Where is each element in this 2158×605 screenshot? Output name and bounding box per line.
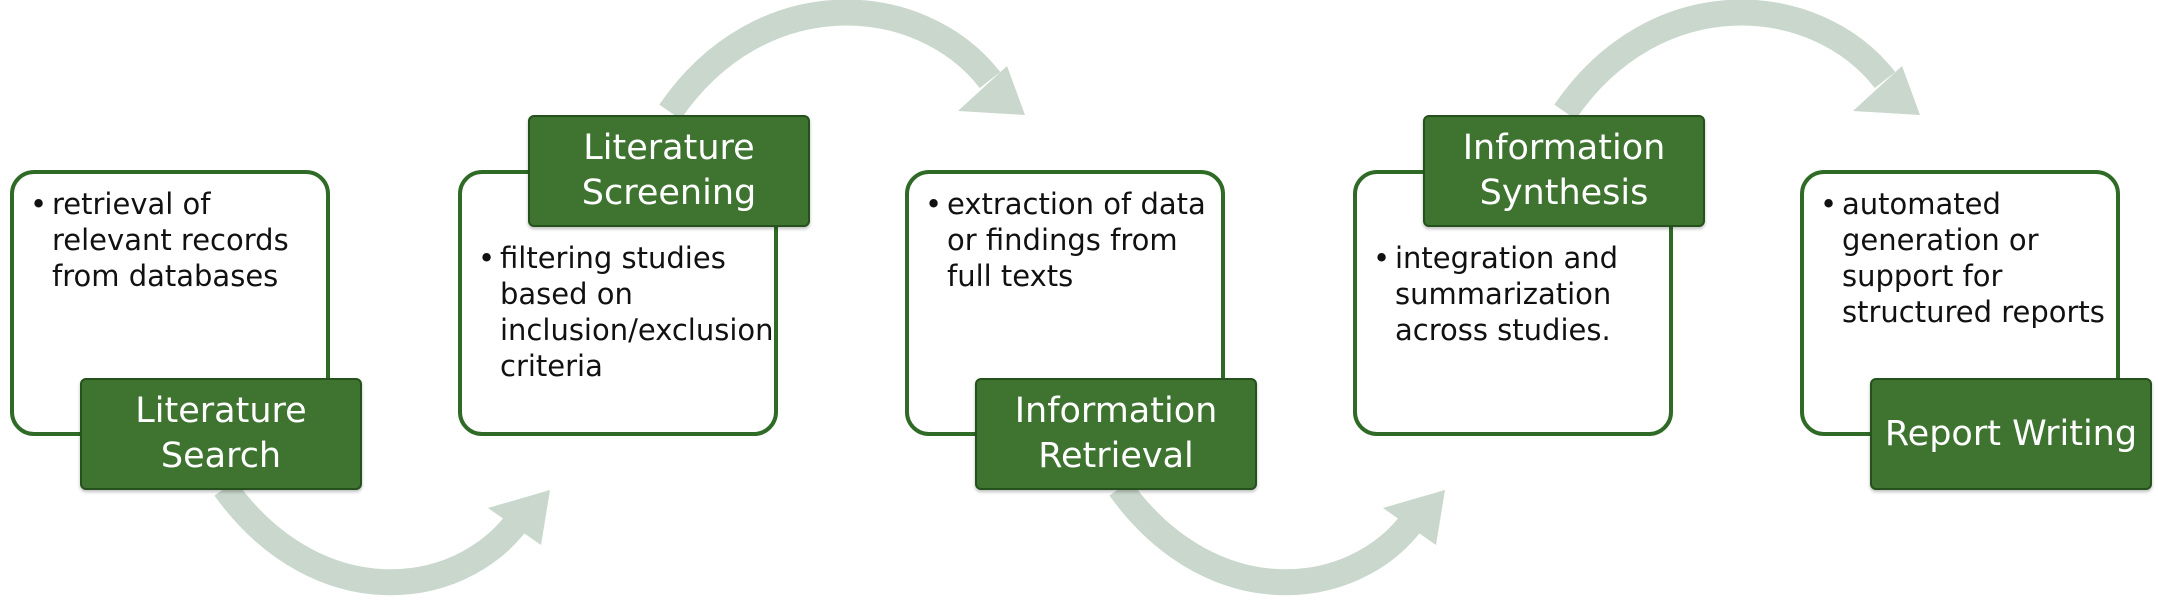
arrow-1-to-2 — [214, 480, 537, 596]
arrow-3-head — [1383, 490, 1445, 545]
arrow-4-head — [1853, 66, 1920, 115]
bullet-dot: • — [1820, 187, 1838, 221]
stage-title: Literature Screening — [528, 115, 810, 227]
bullet-dot: • — [1373, 241, 1391, 275]
stage-bullet: • automated generation or support for st… — [1820, 186, 2112, 330]
bullet-text: integration and summarization across stu… — [1395, 241, 1619, 347]
bullet-dot: • — [925, 187, 943, 221]
bullet-text: extraction of data or findings from full… — [947, 187, 1206, 293]
stage-title: Literature Search — [80, 378, 362, 490]
arrow-3-to-4 — [1109, 480, 1432, 596]
stage-title: Information Retrieval — [975, 378, 1257, 490]
stage-bullet: • filtering studies based on inclusion/e… — [478, 240, 774, 384]
stage-title: Information Synthesis — [1423, 115, 1705, 227]
bullet-text: filtering studies based on inclusion/exc… — [500, 241, 774, 383]
stage-bullet: • retrieval of relevant records from dat… — [30, 186, 322, 294]
arrow-2-to-3 — [659, 0, 1001, 120]
bullet-dot: • — [478, 241, 496, 275]
arrow-4-to-5 — [1554, 0, 1896, 120]
stage-bullet: • integration and summarization across s… — [1373, 240, 1665, 348]
bullet-text: automated generation or support for stru… — [1842, 187, 2105, 329]
stage-bullet: • extraction of data or findings from fu… — [925, 186, 1217, 294]
arrow-2-head — [958, 66, 1025, 115]
bullet-text: retrieval of relevant records from datab… — [52, 187, 289, 293]
stage-description-box: • automated generation or support for st… — [1800, 170, 2120, 436]
bullet-dot: • — [30, 187, 48, 221]
stage-title: Report Writing — [1870, 378, 2152, 490]
arrow-1-head — [488, 490, 550, 545]
